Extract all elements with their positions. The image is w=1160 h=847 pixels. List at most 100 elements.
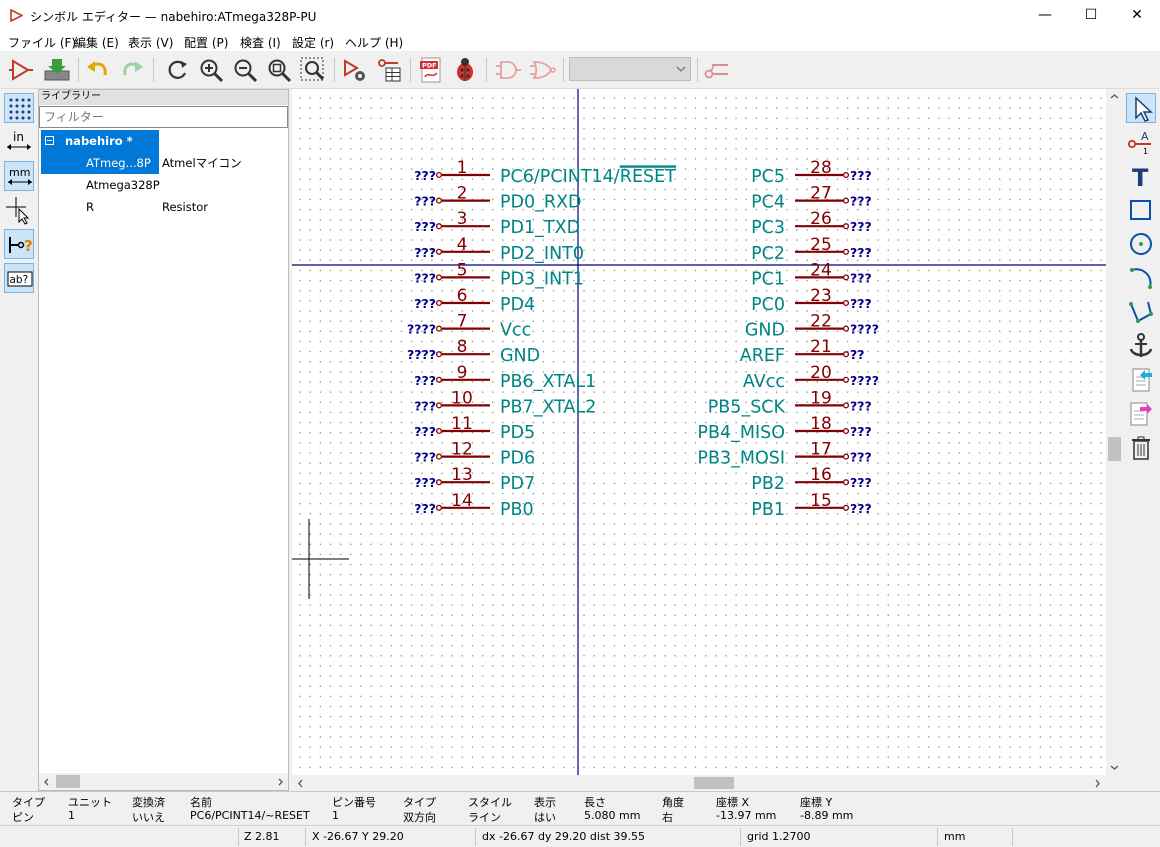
pin-electrical-type: ??? [414, 501, 436, 516]
show-pin-electrical-type-icon[interactable]: ? [4, 229, 34, 259]
msg-label: 角度 [662, 796, 684, 809]
chevron-right-icon[interactable] [1094, 779, 1101, 788]
pin-electrical-type: ??? [850, 398, 872, 413]
menu-file[interactable]: ファイル (F) [8, 36, 77, 50]
pin-name: PC6/PCINT14/ [500, 167, 620, 187]
minimize-button[interactable]: — [1038, 7, 1052, 23]
pin-endpoint [842, 325, 850, 332]
status-bar: Z 2.81 X -26.67 Y 29.20 dx -26.67 dy 29.… [0, 825, 1160, 847]
zoom-in-icon[interactable] [196, 55, 226, 85]
pin-endpoint [842, 504, 850, 511]
menu-preferences[interactable]: 設定 (r) [292, 36, 335, 50]
maximize-button[interactable]: ☐ [1084, 7, 1098, 23]
menu-inspect[interactable]: 検査 (I) [240, 36, 281, 50]
unit-selector-dropdown[interactable] [569, 57, 691, 81]
pin-number: 1 [457, 158, 468, 178]
chevron-up-icon[interactable] [1110, 93, 1119, 100]
svg-text:PDF: PDF [422, 62, 437, 70]
add-text-icon[interactable]: T [1126, 161, 1156, 192]
library-tree-item[interactable]: nabehiro * [41, 130, 159, 152]
msg-value: 1 [68, 809, 75, 822]
pin-name: PC0 [751, 295, 785, 315]
msg-value: -13.97 mm [716, 809, 777, 822]
menu-place[interactable]: 配置 (P) [184, 36, 229, 50]
export-graphics-icon[interactable] [1126, 399, 1156, 429]
mm-units-icon[interactable]: mm [4, 161, 34, 191]
symbol-properties-icon[interactable] [340, 55, 370, 85]
add-arc-icon[interactable] [1126, 263, 1156, 293]
pin-electrical-type: ??? [414, 450, 436, 465]
symbol-description: Atmelマイコン [162, 156, 242, 170]
add-rectangle-icon[interactable] [1126, 195, 1156, 225]
symbol-name: R [86, 200, 94, 214]
menu-edit[interactable]: 編集 (E) [74, 36, 119, 50]
cursor-crosshair-icon[interactable] [4, 195, 34, 225]
chevron-right-icon[interactable] [277, 778, 284, 786]
check-symbol-icon[interactable] [450, 55, 480, 85]
pin-number: 9 [457, 363, 468, 383]
show-pin-names-icon[interactable]: ab? [4, 263, 34, 293]
pin-endpoint [435, 402, 443, 409]
svg-text:A: A [1141, 130, 1149, 143]
symbol-tree-item[interactable]: Atmega328P [41, 174, 160, 196]
anchor-icon[interactable] [1126, 331, 1156, 361]
inch-units-icon[interactable]: in [4, 127, 34, 157]
normal-style-icon[interactable] [493, 55, 523, 85]
pin-name: PD4 [500, 295, 535, 315]
undo-icon[interactable] [83, 55, 113, 85]
pin-number: 21 [810, 337, 832, 357]
pin-table-icon[interactable] [374, 55, 404, 85]
library-horizontal-scrollbar[interactable] [39, 773, 288, 790]
refresh-icon[interactable] [162, 55, 192, 85]
add-circle-icon[interactable] [1126, 229, 1156, 259]
zoom-readout: Z 2.81 [244, 830, 280, 843]
add-polyline-icon[interactable] [1126, 297, 1156, 327]
import-graphics-icon[interactable] [1126, 365, 1156, 395]
msg-value: PC6/PCINT14/~RESET [190, 809, 310, 822]
pin-number: 14 [451, 491, 473, 511]
pin-number: 6 [457, 286, 468, 306]
scroll-thumb[interactable] [56, 775, 80, 788]
select-arrow-icon[interactable] [1126, 93, 1156, 123]
save-to-library-icon[interactable] [42, 55, 72, 85]
pin-electrical-type: ??? [850, 219, 872, 234]
symbol-tree-item[interactable]: R [41, 196, 159, 218]
new-symbol-icon[interactable] [6, 55, 36, 85]
chevron-left-icon[interactable] [43, 778, 50, 786]
symbol-tree-item[interactable]: ATmeg...8P * [41, 152, 159, 192]
collapse-icon[interactable] [45, 136, 54, 145]
main-toolbar: PDF [0, 51, 1160, 89]
canvas-vertical-scrollbar[interactable] [1106, 89, 1123, 775]
menu-view[interactable]: 表示 (V) [128, 36, 174, 50]
chevron-down-icon[interactable] [1110, 764, 1119, 771]
grid-toggle-icon[interactable] [4, 93, 34, 123]
pin-endpoint [435, 248, 443, 255]
zoom-fit-icon[interactable] [264, 55, 294, 85]
menu-help[interactable]: ヘルプ (H) [345, 36, 404, 50]
delete-trash-icon[interactable] [1126, 433, 1156, 463]
canvas-horizontal-scrollbar[interactable] [292, 775, 1106, 791]
redo-icon[interactable] [117, 55, 147, 85]
library-filter-input[interactable]: フィルター [39, 106, 288, 128]
pin-number: 2 [457, 184, 468, 204]
pin-number: 13 [451, 465, 473, 485]
export-pdf-icon[interactable]: PDF [416, 55, 446, 85]
pin-name: PD1_TXD [500, 218, 580, 238]
grid-readout: grid 1.2700 [747, 830, 811, 843]
zoom-out-icon[interactable] [230, 55, 260, 85]
demorgan-style-icon[interactable] [527, 55, 557, 85]
pin-electrical-type: ??? [414, 373, 436, 388]
pin-name: PD6 [500, 449, 535, 469]
chevron-left-icon[interactable] [297, 779, 304, 788]
close-button[interactable]: ✕ [1131, 7, 1143, 23]
pin-electrical-type: ??? [414, 398, 436, 413]
scroll-thumb[interactable] [694, 777, 734, 789]
scroll-thumb[interactable] [1108, 437, 1121, 461]
pin-shape-icon[interactable] [702, 55, 732, 85]
zoom-selection-icon[interactable] [298, 55, 328, 85]
title-bar: シンボル エディター — nabehiro:ATmega328P-PU — ☐ … [0, 0, 1160, 31]
pin-endpoint [435, 427, 443, 435]
